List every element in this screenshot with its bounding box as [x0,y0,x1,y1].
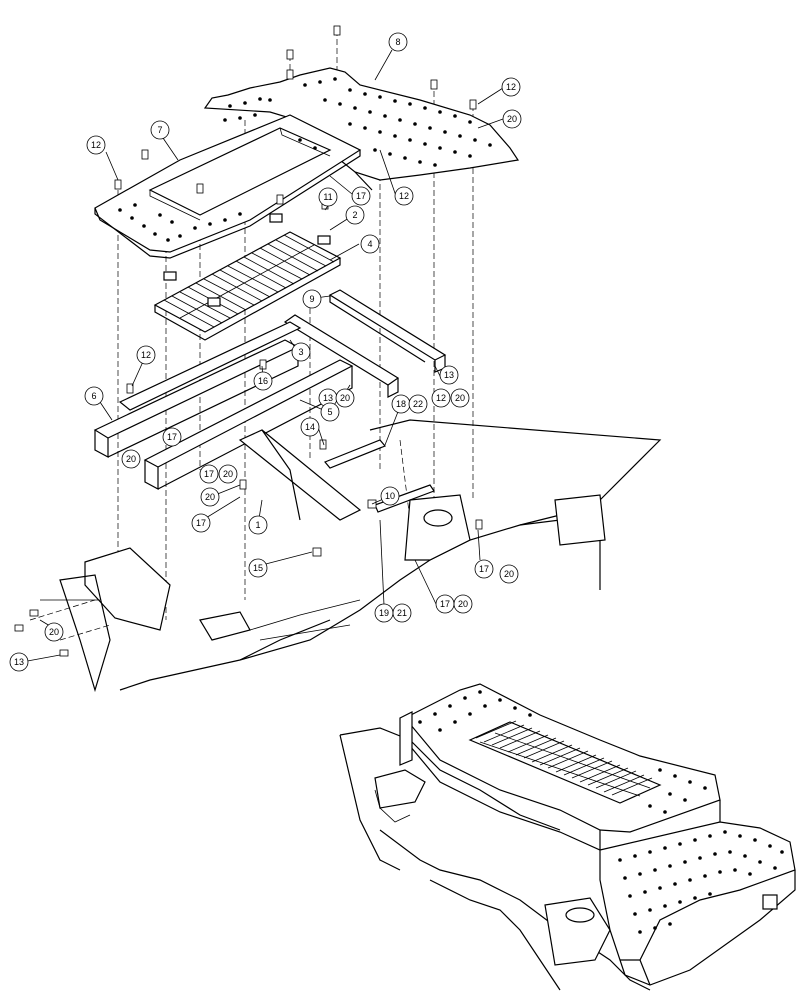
callout-label: 7 [157,125,162,135]
callout-label: 20 [455,393,465,403]
callout-label: 17 [204,469,214,479]
callout-2: 2 [345,205,365,225]
callout-label: 17 [167,432,177,442]
callout-14: 14 [300,417,320,437]
callout-label: 12 [506,82,516,92]
callout-9: 9 [302,289,322,309]
callout-16: 16 [253,371,273,391]
callout-12: 12 [86,135,106,155]
callout-label: 20 [223,469,233,479]
callout-20: 20 [44,622,64,642]
callout-label: 10 [385,491,395,501]
callout-21: 21 [392,603,412,623]
callout-label: 20 [458,599,468,609]
callout-label: 21 [397,608,407,618]
callout-label: 3 [298,347,303,357]
callout-13: 13 [439,365,459,385]
callout-label: 2 [352,210,357,220]
chassis-frame [119,419,662,691]
callout-19: 19 [374,603,394,623]
step-box-part-7 [94,114,362,259]
clip-parts-2 [163,213,331,307]
callout-20: 20 [502,109,522,129]
grating-part-4 [153,231,342,341]
callout-11: 11 [318,187,338,207]
callout-label: 5 [327,407,332,417]
callout-label: 12 [91,140,101,150]
callout-label: 19 [379,608,389,618]
callout-label: 16 [258,376,268,386]
callout-label: 17 [196,518,206,528]
callout-20: 20 [121,449,141,469]
callout-17: 17 [199,464,219,484]
frame-part-3 [118,314,400,411]
callout-label: 20 [507,114,517,124]
tube-part-5 [143,359,354,491]
mount-bracket [40,547,171,693]
callout-22: 22 [408,394,428,414]
callout-5: 5 [320,402,340,422]
callout-label: 14 [305,422,315,432]
grating-bars [163,234,335,328]
callout-12: 12 [431,388,451,408]
platform-part-8 [203,67,520,191]
assembled-view [339,683,796,991]
callout-4: 4 [360,234,380,254]
callout-17: 17 [435,594,455,614]
callout-7: 7 [150,120,170,140]
callout-label: 17 [479,564,489,574]
callout-20: 20 [450,388,470,408]
callout-label: 20 [205,492,215,502]
perforation-holes-part-7 [118,138,317,242]
callout-label: 20 [504,569,514,579]
callout-20: 20 [218,464,238,484]
callout-1: 1 [248,515,268,535]
callout-17: 17 [162,427,182,447]
callout-label: 22 [413,399,423,409]
callout-8: 8 [388,32,408,52]
callout-label: 12 [436,393,446,403]
perforation-holes-part-8 [223,77,492,167]
callout-3: 3 [291,342,311,362]
callout-label: 13 [323,393,333,403]
callout-label: 9 [309,294,314,304]
callout-12: 12 [501,77,521,97]
callout-17: 17 [474,559,494,579]
support-bracket-part-1 [238,429,362,521]
callout-label: 17 [440,599,450,609]
callout-20: 20 [335,388,355,408]
callout-12: 12 [136,345,156,365]
callout-label: 20 [49,627,59,637]
callout-13: 13 [9,652,29,672]
callout-label: 18 [396,399,406,409]
callout-20: 20 [200,487,220,507]
callout-6: 6 [84,386,104,406]
callout-10: 10 [380,486,400,506]
callout-17: 17 [191,513,211,533]
callout-label: 8 [395,37,400,47]
callout-label: 15 [253,563,263,573]
callout-label: 17 [356,191,366,201]
callout-label: 12 [399,191,409,201]
callout-label: 20 [340,393,350,403]
callout-label: 4 [367,239,372,249]
callout-12: 12 [394,186,414,206]
assembled-perforation-holes [418,690,784,934]
callout-17: 17 [351,186,371,206]
callout-label: 11 [323,192,332,202]
callout-label: 6 [91,391,96,401]
callout-18: 18 [391,394,411,414]
callout-15: 15 [248,558,268,578]
callout-label: 20 [126,454,136,464]
callout-label: 12 [141,350,151,360]
callout-label: 1 [255,520,260,530]
callout-label: 13 [444,370,454,380]
callout-20: 20 [453,594,473,614]
callout-20: 20 [499,564,519,584]
assembled-grating-bars [475,720,653,797]
callout-label: 13 [14,657,24,667]
